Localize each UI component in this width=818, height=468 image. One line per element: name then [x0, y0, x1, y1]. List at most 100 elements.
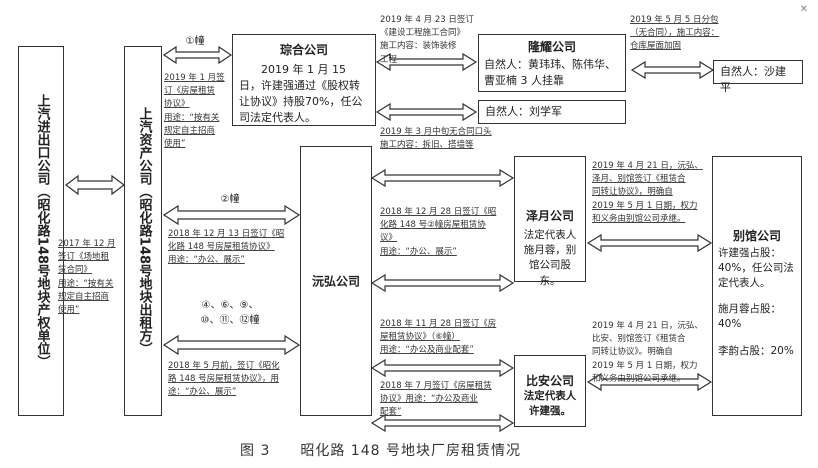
note-jul: 2018 年 7 月签订《房屋租赁 协议》用途：“办公及商业 配套”: [380, 380, 506, 420]
note-line: 2019 年 5 月 1 日期，权力: [592, 200, 698, 211]
node-label: 上汽资产公司（昭化路148号地块出租方）: [136, 106, 152, 356]
note-line: 化路 148 号②幢房屋租赁协: [380, 220, 486, 231]
node-longyao: 隆耀公司 自然人：黄玮玮、陈伟华、曹亚楠 3 人挂靠: [478, 34, 626, 92]
node-body-share-1: 许建强占股：40%，任公司法定代表人。: [718, 247, 794, 290]
node-body: 法定代表人许建强。: [523, 390, 577, 418]
note-line: 用途：“按有关: [164, 112, 220, 123]
note-line: 2018 年 11 月 28 日签订《房: [380, 319, 497, 329]
note-apr21-a: 2019 年 4 月 21 日，沅弘、 泽月、别馆签订《租赁合 同转让协议》，明…: [592, 160, 708, 226]
note-line: 和义务由别馆公司承继。: [592, 373, 686, 384]
note-line: 用途：“办公、展示”: [168, 255, 245, 266]
note-line: 比安、别馆签订《租赁合: [592, 334, 686, 345]
note-line: 规定自主招商: [164, 125, 216, 136]
note-apr23: 2019 年 4 月 23 日签订 《建设工程施工合同》 施工内容：装饰装修 工…: [380, 14, 480, 67]
node-title: 沅弘公司: [311, 274, 360, 289]
note-line: 同转让协议》。明确自: [592, 347, 673, 358]
note-line: 2017 年 12 月: [58, 239, 116, 249]
note-line: 议》: [380, 233, 398, 244]
note-bldg2-lease: 2018 年 12 月 13 日签订《昭 化路 148 号房屋租赁协议》 用途：…: [168, 228, 296, 268]
note-line: 2019 年 5 月 1 日期，权力: [592, 360, 698, 371]
note-line: 施工内容：装饰装修: [380, 41, 457, 52]
node-label: 上汽进出口公司（昭化路148号地块产权单位）: [34, 93, 50, 369]
label-bldg2: ②幢: [220, 194, 240, 205]
node-body: 自然人：黄玮玮、陈伟华、曹亚楠 3 人挂靠: [484, 58, 616, 87]
arrow-chenhong-zeyue-bottom: [370, 273, 515, 293]
node-bieguan: 别馆公司 许建强占股：40%，任公司法定代表人。 施月蓉占股：40% 李韵占股：…: [712, 156, 802, 416]
note-line: 泽月、别馆签订《租赁合: [592, 174, 686, 185]
arrow-bian-bieguan: [586, 372, 713, 392]
arrow-chenhong-bian-1: [370, 358, 515, 378]
note-line: 同转让协议》，明确自: [592, 187, 673, 198]
node-zeyue: 泽月公司 法定代表人施月蓉，别馆公司股东。: [514, 156, 586, 287]
note-line: 2019 年 4 月 23 日签订: [380, 15, 474, 25]
node-tongrui: 琮合公司 2019 年 1 月 15 日，许建强通过《股权转让协议》持股70%，…: [232, 34, 376, 126]
note-may5: 2019 年 5 月 5 日分包 （无合同），施工内容： 仓库屋面加固: [630, 14, 740, 54]
node-title: 泽月公司: [525, 209, 574, 223]
note-dec28: 2018 年 12 月 28 日签订《昭 化路 148 号②幢房屋租赁协 议》 …: [380, 206, 506, 259]
arrow-tongrui-liu: [375, 102, 478, 122]
note-line: 2019 年 4 月 21 日，沅弘、: [592, 321, 703, 331]
note-line: 2018 年 7 月签订《房屋租赁: [380, 381, 492, 391]
node-shanghai-asset: 上汽资产公司（昭化路148号地块出租方）: [124, 46, 162, 416]
note-line: 用途：“办公及商业配套”: [380, 345, 474, 356]
note-mar-oral: 2019 年 3 月中旬无合同口头 施工内容：拆旧、搭墙等: [380, 126, 500, 152]
note-line: 签订《场地租: [58, 252, 110, 263]
label-bldg1: ①幢: [185, 36, 205, 47]
label-line: ⑩、⑪、⑫幢: [200, 315, 260, 326]
note-line: 2018 年 12 月 28 日签订《昭: [380, 207, 497, 217]
note-line: 2019 年 3 月中旬无合同口头: [380, 127, 492, 137]
note-line: 2019 年 1 月签: [164, 73, 225, 83]
arrow-chenhong-bian-2: [370, 413, 515, 433]
note-line: 2019 年 4 月 21 日，沅弘、: [592, 161, 703, 171]
note-line: 订《房屋租赁: [164, 86, 216, 97]
arrow-asset-tongrui: [162, 45, 233, 65]
note-line: 2018 年 12 月 13 日签订《昭: [168, 229, 285, 239]
node-title: 比安公司: [525, 374, 574, 388]
note-line: 仓库屋面加固: [630, 41, 682, 52]
note-line: 协议》: [164, 99, 190, 110]
note-line: 2018 年 5 月前，签订《昭化: [168, 361, 280, 371]
note-line: 用途：“办公、展示”: [380, 246, 457, 257]
node-chenhong: 沅弘公司: [300, 146, 372, 416]
node-body: 自然人：沙建平: [720, 65, 786, 94]
note-line: 用途：“按有关: [58, 278, 114, 289]
node-body-share-2: 施月蓉占股：40%: [718, 302, 781, 330]
node-body: 自然人：刘学军: [485, 105, 562, 118]
arrow-chenhong-zeyue-top: [370, 168, 515, 188]
node-shanghai-export: 上汽进出口公司（昭化路148号地块产权单位）: [18, 46, 64, 416]
arrow-zeyue-bieguan: [586, 233, 713, 253]
node-title: 隆耀公司: [527, 40, 576, 54]
node-body: 2019 年 1 月 15 日，许建强通过《股权转让协议》持股70%，任公司法定…: [239, 63, 363, 124]
arrow-export-asset: [65, 174, 125, 196]
arrow-asset-chenhong-1: [162, 204, 301, 226]
node-title: 别馆公司: [732, 229, 781, 243]
node-body-share-3: 李韵占股：20%: [718, 345, 794, 358]
note-asset-tongrui: 2019 年 1 月签 订《房屋租赁 协议》 用途：“按有关 规定自主招商 使用…: [164, 72, 232, 151]
node-person-sha: 自然人：沙建平: [713, 60, 803, 94]
note-line: 协议》用途：“办公及商业: [380, 394, 478, 405]
note-line: （无合同），施工内容：: [630, 28, 720, 39]
note-line: 2019 年 5 月 5 日分包: [630, 15, 719, 25]
note-export-lease: 2017 年 12 月 签订《场地租 赁合同》 用途：“按有关 规定自主招商 使…: [58, 238, 124, 317]
close-icon: ✕: [799, 4, 808, 15]
note-line: 工程: [380, 54, 398, 65]
arrow-longyao-sha: [630, 60, 715, 80]
arrow-asset-chenhong-2: [162, 334, 301, 356]
note-line: 配套”: [380, 407, 402, 418]
note-line: 使用”: [58, 304, 80, 315]
note-nov28: 2018 年 11 月 28 日签订《房 屋租赁协议》（⑥幢） 用途：“办公及商…: [380, 318, 506, 358]
note-line: 规定自主招商: [58, 291, 110, 302]
figure-caption: 图 3 昭化路 148 号地块厂房租赁情况: [240, 443, 521, 459]
note-multi-lease: 2018 年 5 月前，签订《昭化 路 148 号房屋租赁协议》，用 途：“办公…: [168, 360, 296, 400]
note-line: 《建设工程施工合同》: [380, 28, 466, 39]
note-line: 和义务由别馆公司承继。: [592, 213, 686, 224]
note-line: 路 148 号房屋租赁协议》，用: [168, 374, 279, 385]
note-line: 赁合同》: [58, 265, 93, 276]
note-apr21-b: 2019 年 4 月 21 日，沅弘、 比安、别馆签订《租赁合 同转让协议》。明…: [592, 320, 708, 386]
note-line: 使用”: [164, 138, 186, 149]
label-bldg-multi: ④、⑥、⑨、 ⑩、⑪、⑫幢: [190, 298, 270, 328]
note-line: 屋租赁协议》（⑥幢）: [380, 332, 460, 343]
node-bian: 比安公司 法定代表人许建强。: [514, 355, 586, 427]
label-line: ④、⑥、⑨、: [201, 300, 259, 311]
